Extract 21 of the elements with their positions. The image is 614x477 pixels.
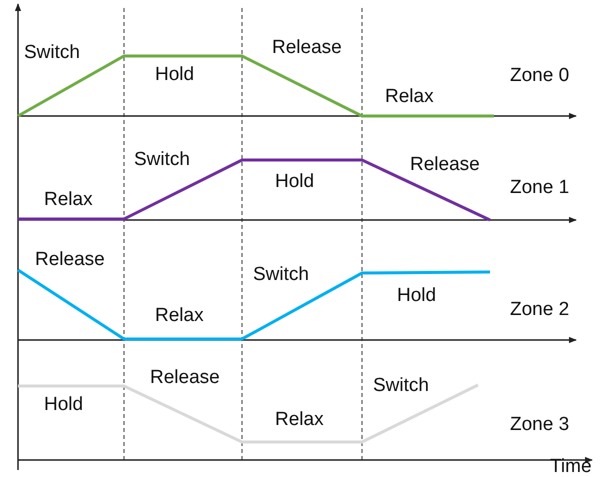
- phase-label: Release: [410, 154, 480, 176]
- phase-label: Hold: [275, 171, 314, 193]
- zone-label: Zone 3: [510, 414, 570, 436]
- zone-label: Zone 2: [510, 299, 570, 321]
- phase-label: Release: [150, 367, 220, 389]
- phase-label: Hold: [397, 285, 436, 307]
- phase-label: Relax: [385, 86, 434, 108]
- phase-label: Release: [272, 37, 342, 59]
- phase-label: Switch: [253, 264, 309, 286]
- phase-label: Relax: [155, 305, 204, 327]
- phase-label: Relax: [44, 189, 93, 211]
- phase-label: Switch: [24, 42, 80, 64]
- axis-title: Time: [550, 456, 592, 477]
- phase-label: Switch: [373, 375, 429, 397]
- phase-label: Release: [35, 249, 105, 271]
- phase-label: Relax: [275, 409, 324, 431]
- zone-label: Zone 0: [510, 65, 570, 87]
- phase-label: Hold: [155, 64, 194, 86]
- phase-label: Switch: [134, 149, 190, 171]
- zone-label: Zone 1: [510, 177, 570, 199]
- phase-label: Hold: [44, 394, 84, 416]
